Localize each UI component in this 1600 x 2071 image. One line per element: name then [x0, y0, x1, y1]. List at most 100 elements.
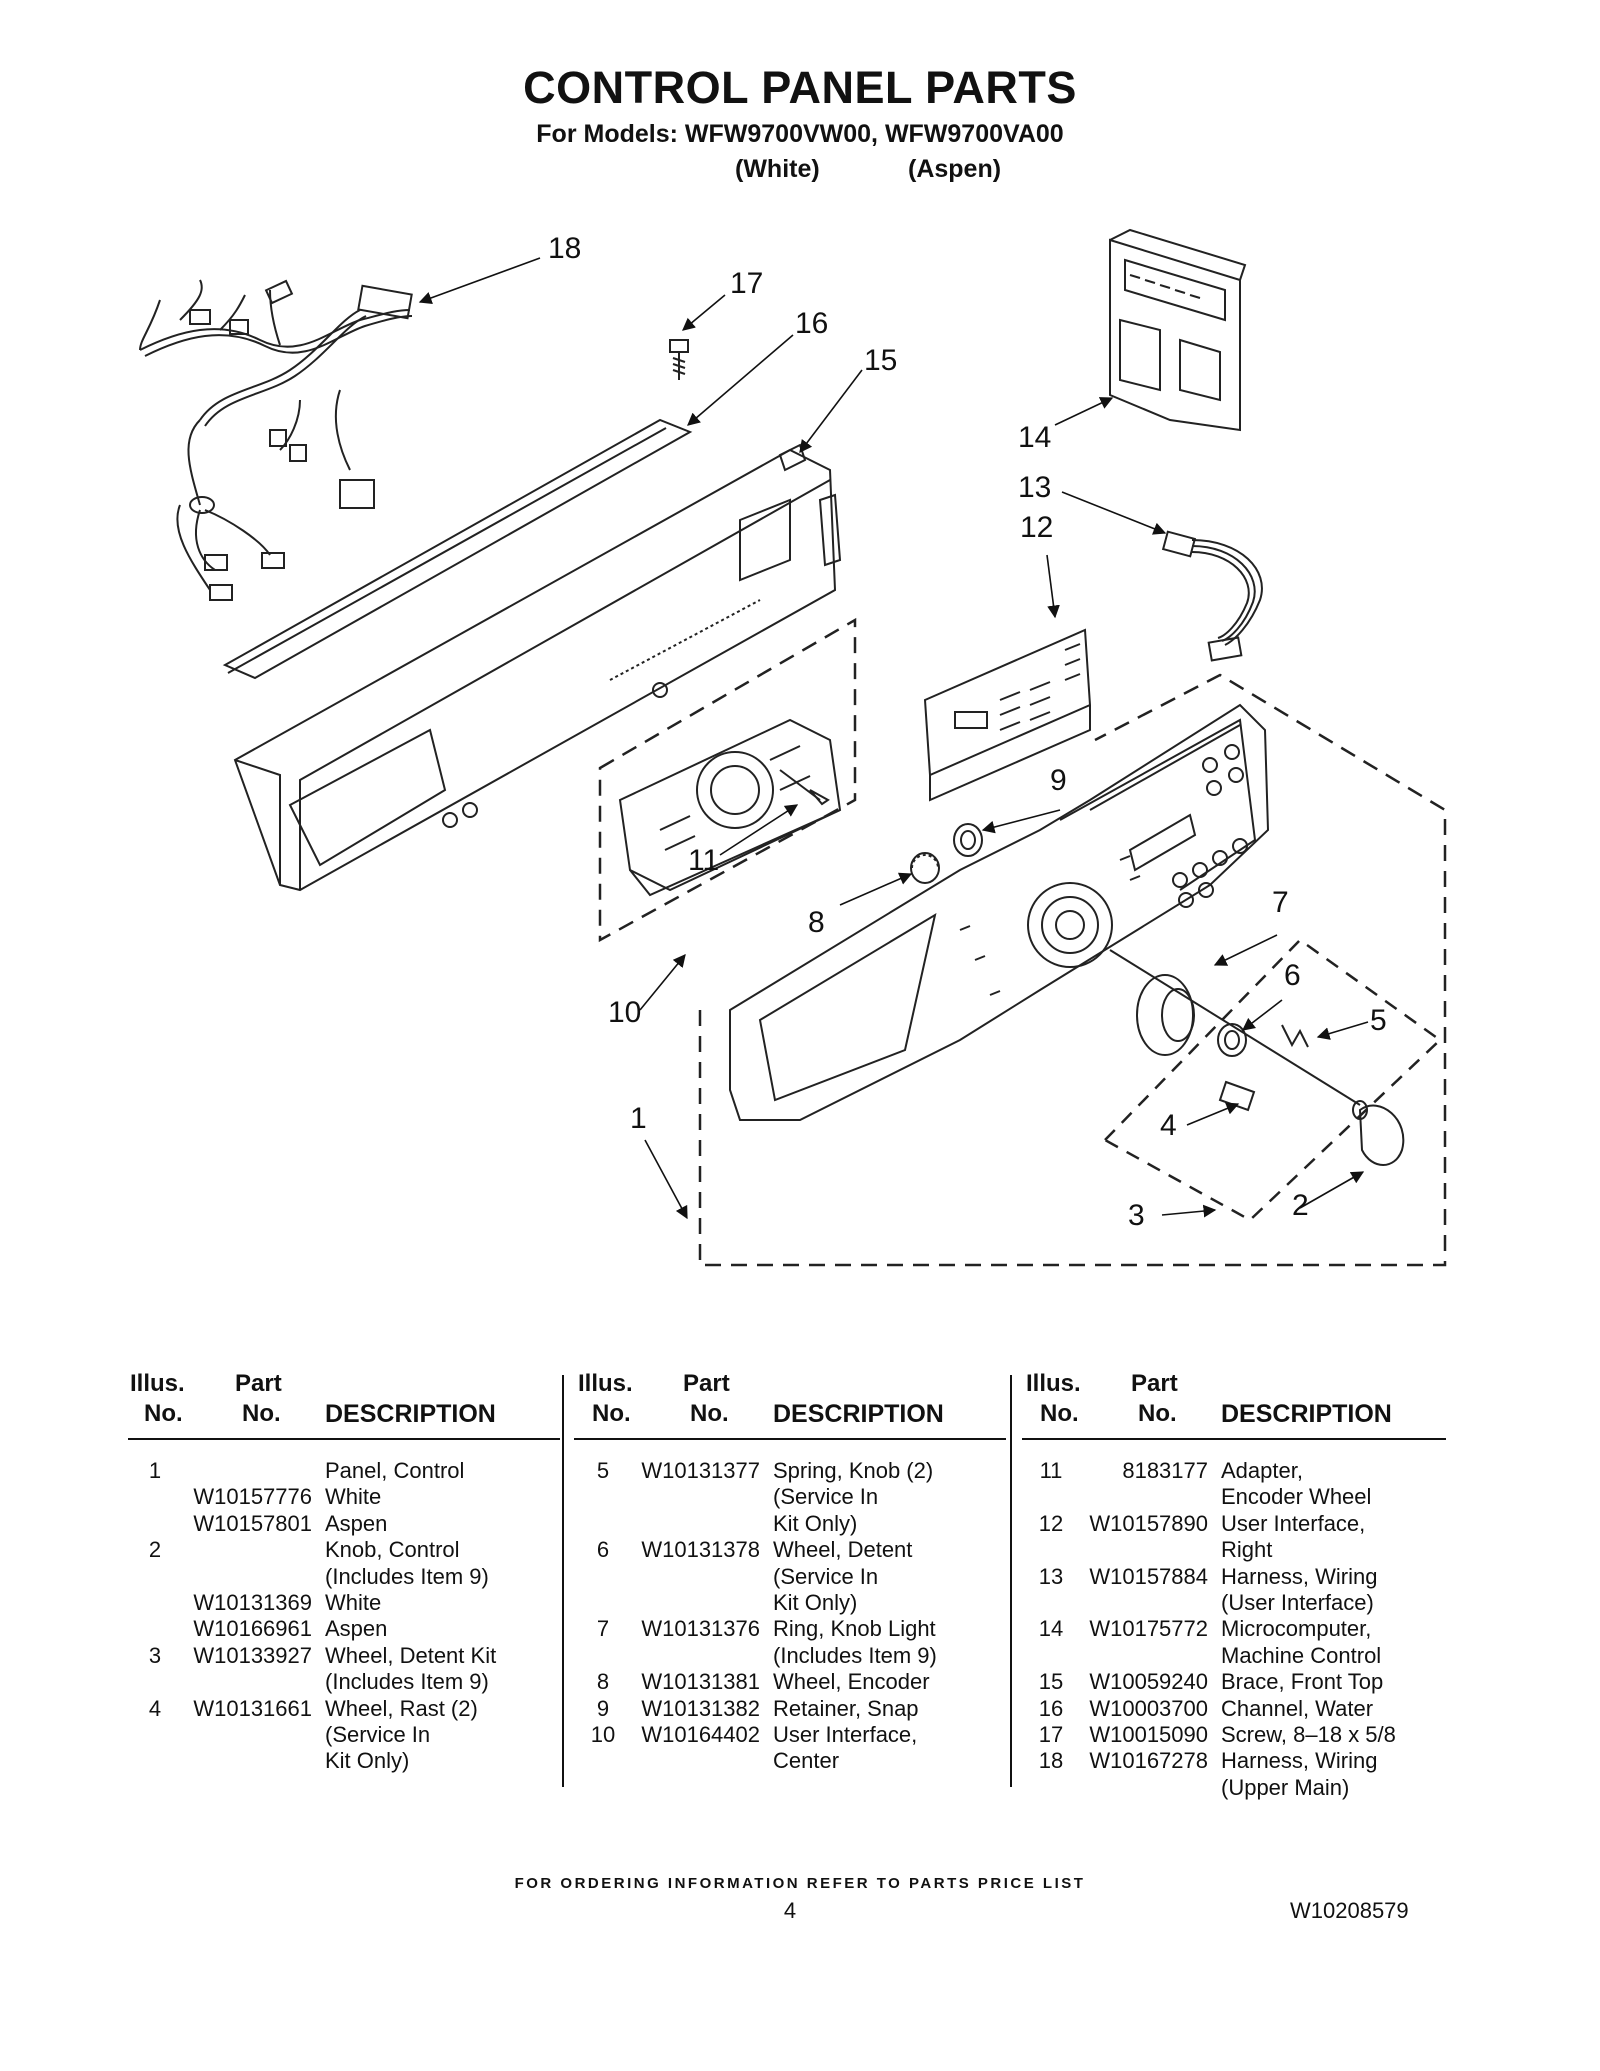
table-row: Kit Only) — [578, 1590, 1038, 1616]
document-number: W10208579 — [1290, 1898, 1409, 1923]
table-row: (Upper Main) — [1026, 1775, 1486, 1801]
illus-no-cell: 13 — [1038, 1563, 1064, 1589]
description-cell: Harness, Wiring — [1221, 1563, 1378, 1589]
page-number: 4 — [783, 1898, 797, 1923]
part-no-cell: W10131376 — [641, 1616, 760, 1642]
callout-4: 4 — [1160, 1109, 1177, 1142]
part-no-cell: W10131377 — [641, 1458, 760, 1483]
upper-main-harness-drawing — [139, 279, 413, 601]
header-description: DESCRIPTION — [325, 1400, 496, 1428]
table-row: Machine Control — [1026, 1643, 1486, 1669]
part-no-cell: W10003700 — [1089, 1695, 1208, 1721]
description-cell: Screw, 8–18 x 5/8 — [1221, 1721, 1396, 1747]
part-no-cell: W10157884 — [1089, 1563, 1208, 1589]
table-row: (User Interface) — [1026, 1590, 1486, 1616]
callout-6: 6 — [1284, 959, 1301, 992]
header-illus: Illus. — [1026, 1370, 1081, 1397]
description-cell: (User Interface) — [1221, 1589, 1374, 1615]
model-subtitle: For Models: WFW9700VW00, WFW9700VA00 — [536, 120, 1064, 148]
illus-no-cell: 10 — [590, 1721, 616, 1747]
description-cell: User Interface, — [773, 1721, 918, 1747]
user-interface-harness-drawing — [1161, 530, 1263, 662]
part-no-cell: W10175772 — [1089, 1616, 1208, 1642]
description-cell: White — [325, 1589, 382, 1615]
part-no-cell: W10164402 — [641, 1721, 760, 1747]
dashed-box-control-panel — [698, 673, 1447, 1267]
part-no-cell: W10015090 — [1089, 1721, 1208, 1747]
table-row: (Service In — [130, 1722, 590, 1748]
description-cell: Wheel, Detent Kit — [325, 1642, 497, 1668]
callout-numbers: 18 17 16 15 14 13 12 11 10 9 8 7 6 5 4 3… — [548, 232, 1387, 1232]
callout-8: 8 — [808, 906, 825, 939]
header-rule — [128, 1438, 560, 1440]
table-row: Encoder Wheel — [1026, 1484, 1486, 1510]
description-cell: Kit Only) — [325, 1748, 410, 1774]
illus-no-cell: 16 — [1038, 1695, 1064, 1721]
part-no-cell: W10131369 — [193, 1589, 312, 1615]
header-part: Part — [1131, 1370, 1178, 1397]
description-cell: Aspen — [325, 1510, 388, 1536]
part-no-cell: W10131381 — [641, 1669, 760, 1695]
illus-no-cell: 12 — [1038, 1510, 1064, 1536]
description-cell: Kit Only) — [773, 1589, 858, 1615]
table-row: (Includes Item 9) — [130, 1669, 590, 1695]
finish-white-label: (White) — [735, 155, 820, 183]
description-cell: Brace, Front Top — [1221, 1669, 1384, 1695]
parts-table-column-3: Illus. Part No. No. DESCRIPTION 11 818317… — [1022, 1370, 1446, 1800]
finish-aspen-label: (Aspen) — [908, 155, 1002, 183]
description-cell: User Interface, — [1221, 1510, 1366, 1536]
page-title: CONTROL PANEL PARTS — [523, 62, 1077, 113]
illus-no-cell: 5 — [596, 1458, 610, 1483]
description-cell: (Upper Main) — [1221, 1774, 1350, 1800]
illus-no-cell: 4 — [148, 1695, 162, 1721]
table-row: 17 W10015090 Screw, 8–18 x 5/8 — [1026, 1722, 1486, 1748]
table-header: Illus. Part No. No. DESCRIPTION — [1026, 1370, 1446, 1432]
header-illus: Illus. — [130, 1370, 185, 1397]
header-part: Part — [235, 1370, 282, 1397]
description-cell: Kit Only) — [773, 1510, 858, 1536]
table-header: Illus. Part No. No. DESCRIPTION — [578, 1370, 998, 1432]
description-cell: Harness, Wiring — [1221, 1748, 1378, 1774]
description-cell: (Includes Item 9) — [325, 1669, 489, 1695]
header-illus-no: No. — [1040, 1400, 1079, 1427]
user-interface-right-drawing — [923, 628, 1092, 802]
illus-no-cell: 17 — [1038, 1721, 1064, 1747]
part-no-cell: 8183177 — [1122, 1458, 1208, 1483]
table-row: Right — [1026, 1537, 1486, 1563]
table-row: W10157776 White — [130, 1484, 590, 1510]
callout-11: 11 — [688, 844, 719, 877]
header-rule — [1022, 1438, 1446, 1440]
header-description: DESCRIPTION — [773, 1400, 944, 1428]
description-cell: (Service In — [773, 1484, 879, 1510]
description-cell: Right — [1221, 1537, 1273, 1563]
illus-no-cell: 14 — [1038, 1616, 1064, 1642]
table-row: (Includes Item 9) — [130, 1564, 590, 1590]
description-cell: (Service In — [325, 1721, 431, 1747]
description-cell: Ring, Knob Light — [773, 1616, 936, 1642]
illus-no-cell: 11 — [1039, 1458, 1063, 1483]
part-no-cell: W10157776 — [193, 1484, 312, 1510]
small-wheels-drawing — [910, 823, 983, 884]
description-cell: White — [325, 1484, 382, 1510]
table-row: W10131369 White — [130, 1590, 590, 1616]
header-illus: Illus. — [578, 1370, 633, 1397]
illus-no-cell: 8 — [596, 1669, 610, 1695]
illus-no-cell: 3 — [148, 1642, 162, 1668]
leader-lines — [418, 257, 1369, 1220]
table-row: (Includes Item 9) — [578, 1643, 1038, 1669]
description-cell: (Service In — [773, 1563, 879, 1589]
header-part-no: No. — [690, 1400, 729, 1427]
part-no-cell: W10131661 — [193, 1695, 312, 1721]
